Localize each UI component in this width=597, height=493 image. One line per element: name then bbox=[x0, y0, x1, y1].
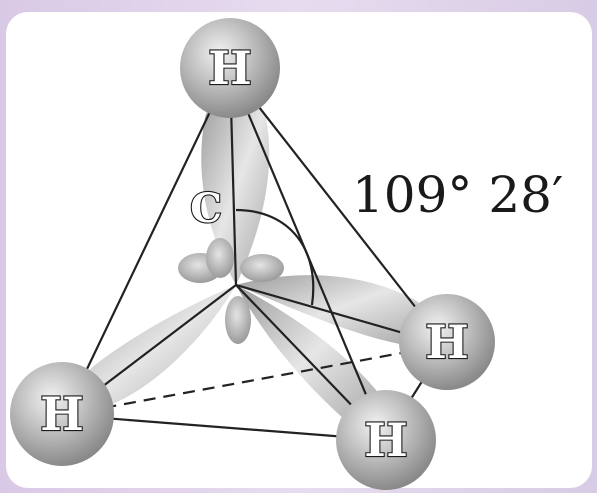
small-lobe-upper bbox=[206, 238, 234, 278]
hydrogen-atom-top: H bbox=[180, 18, 280, 118]
hydrogen-atom-left: H bbox=[10, 362, 114, 466]
bond-angle-arc bbox=[235, 208, 315, 306]
hydrogen-label-bottom: H bbox=[364, 413, 407, 467]
small-lobe-right bbox=[240, 254, 284, 282]
hydrogen-atoms: H H H H bbox=[10, 18, 495, 490]
hydrogen-atom-right: H bbox=[399, 294, 495, 390]
bond-angle-label: 109° 28′ bbox=[352, 166, 563, 224]
edge-left-right-dashed bbox=[64, 343, 446, 417]
hydrogen-label-top: H bbox=[208, 41, 251, 95]
orbital-lobe-top bbox=[201, 97, 270, 285]
edge-top-right bbox=[229, 69, 446, 346]
hydrogen-label-right: H bbox=[425, 315, 468, 369]
edge-top-left bbox=[64, 69, 231, 416]
hydrogen-atom-bottom: H bbox=[336, 390, 436, 490]
orbital-lobe-bottom bbox=[236, 285, 385, 429]
small-lobe-down bbox=[225, 296, 251, 344]
orbital-lobe-right bbox=[236, 275, 430, 346]
carbon-label: C bbox=[190, 185, 222, 232]
sp3-orbital-lobes bbox=[80, 97, 430, 429]
hydrogen-label-left: H bbox=[40, 387, 83, 441]
edge-left-bottom bbox=[64, 413, 386, 442]
